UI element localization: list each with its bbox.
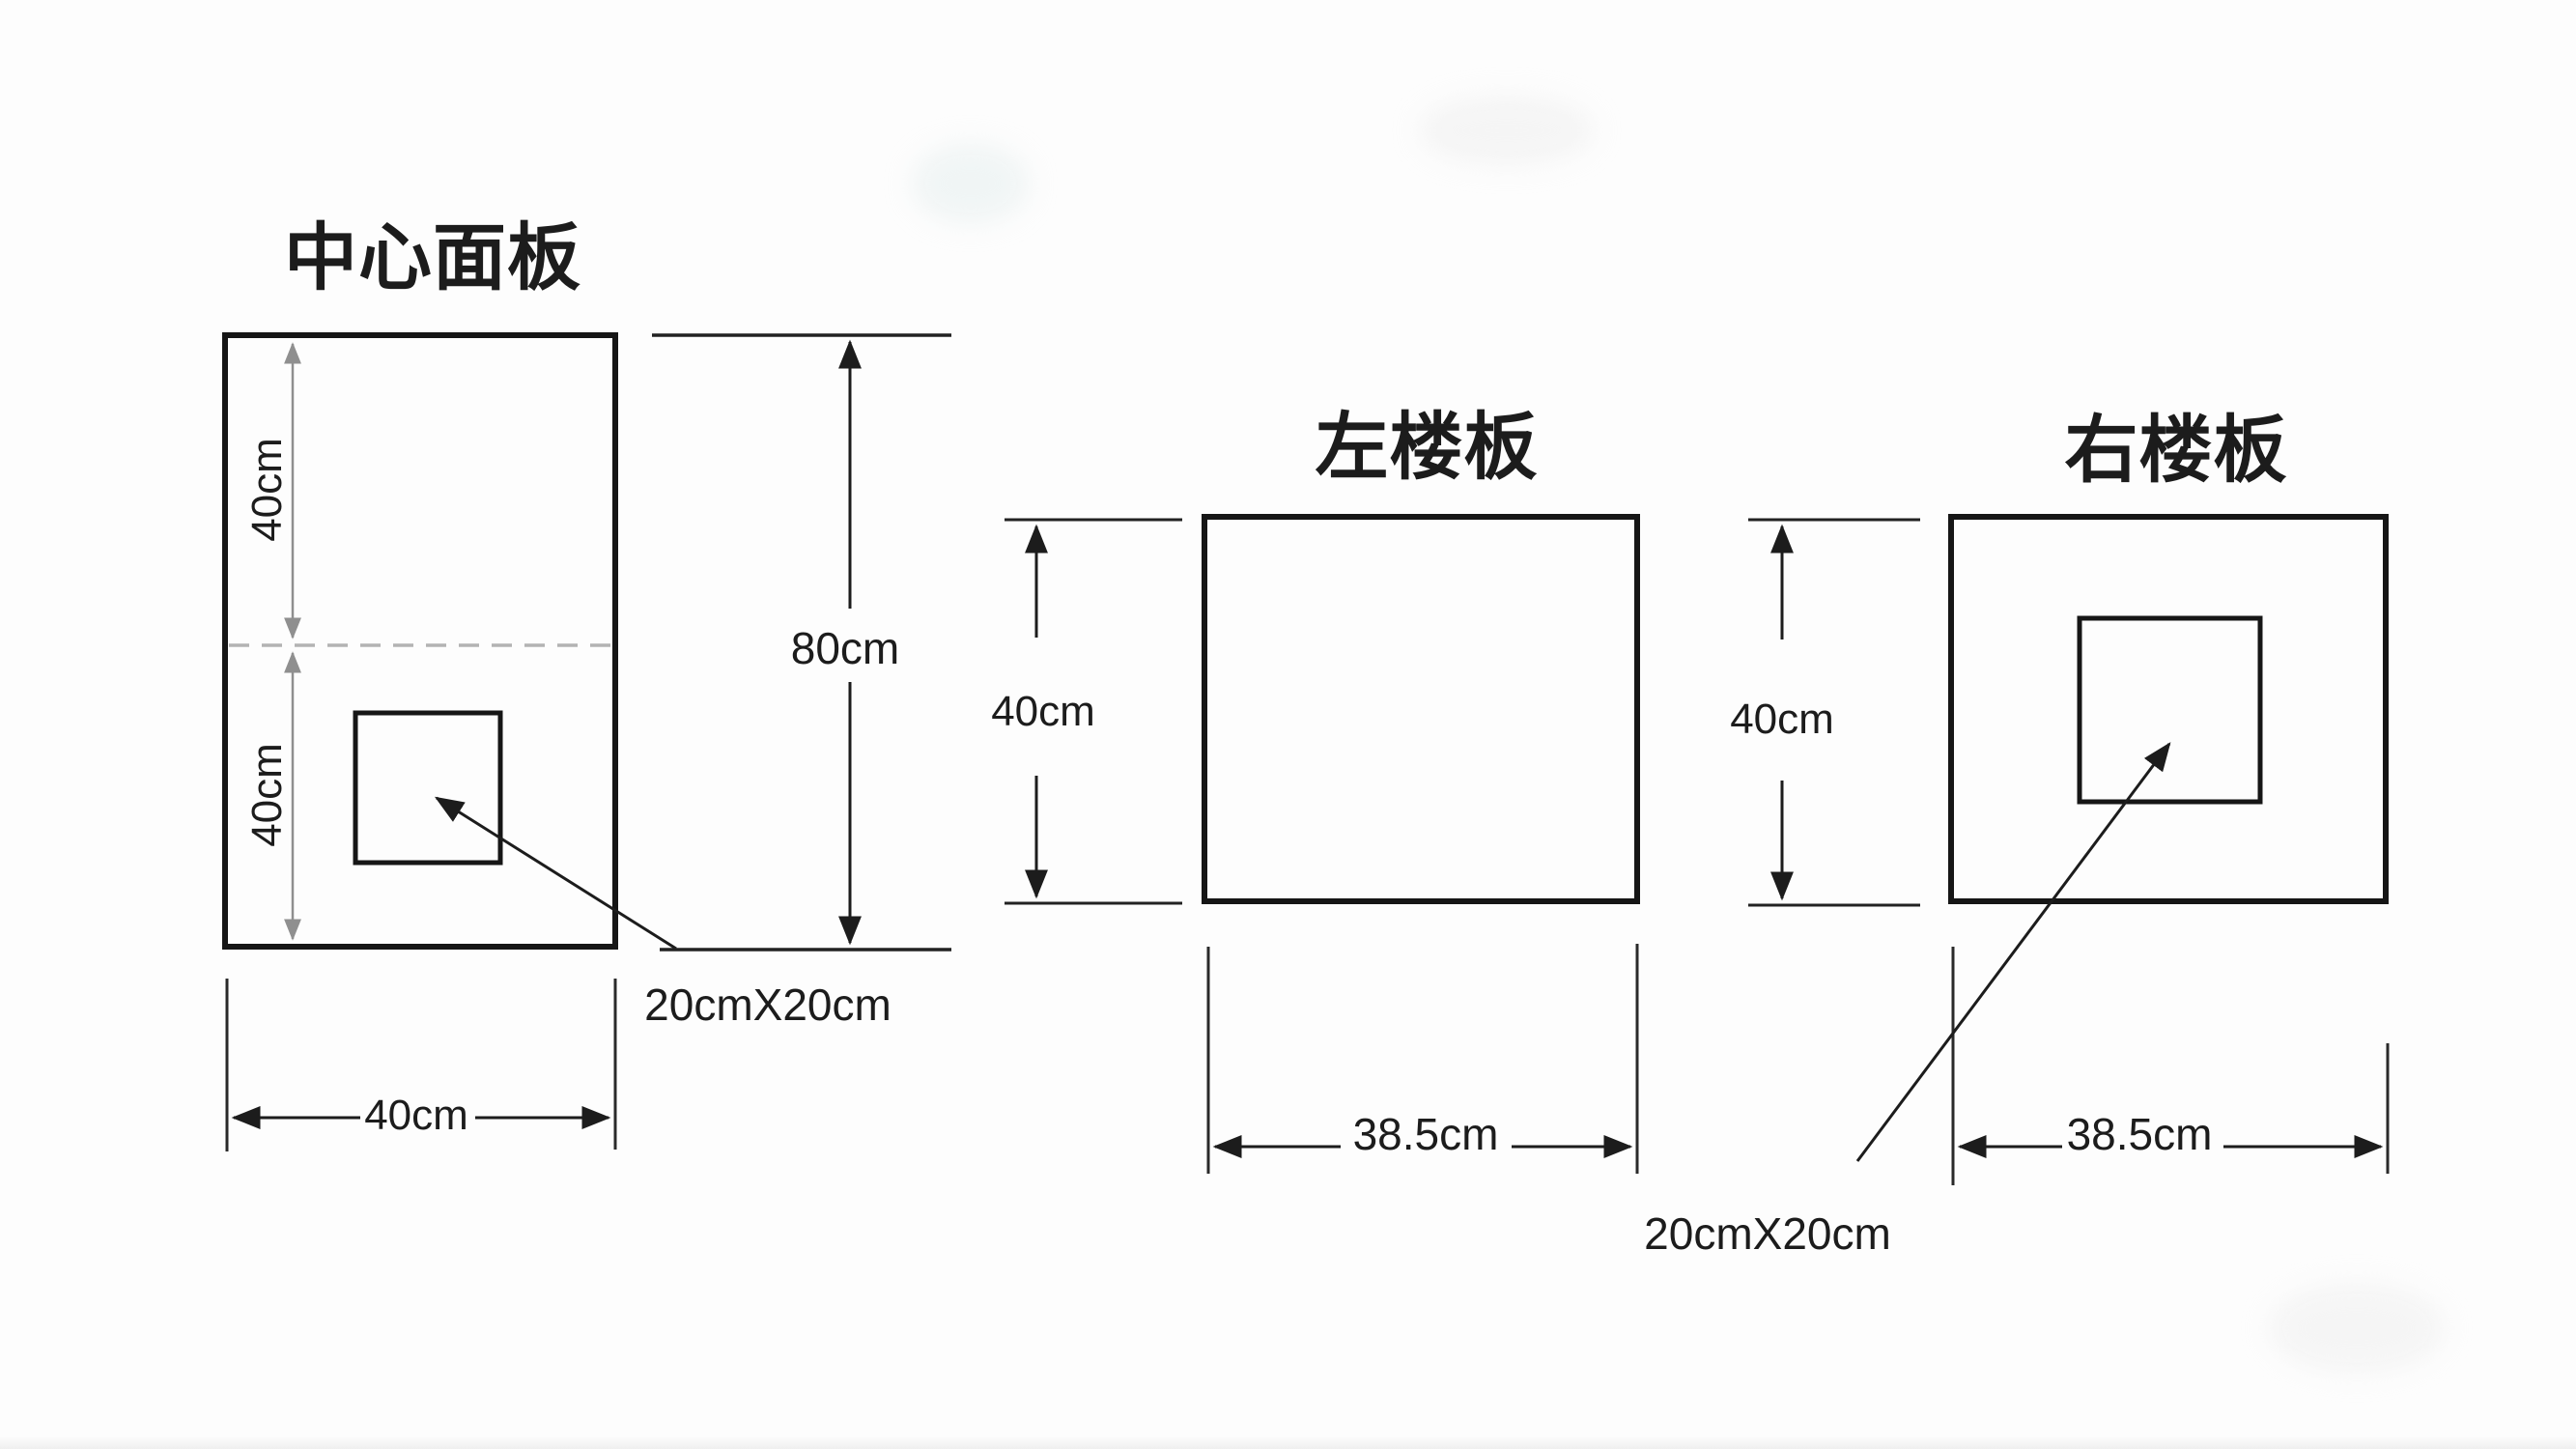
left-panel-title: 左楼板 <box>1315 407 1539 489</box>
center-width-dimension-label: 40cm <box>364 1092 468 1139</box>
center-lower-half-dimension-label: 40cm <box>243 743 291 847</box>
right-height-dimension-label: 40cm <box>1730 696 1834 743</box>
right-panel-title: 右楼板 <box>2064 410 2288 492</box>
center-panel-outline <box>222 332 618 950</box>
right-hole-leader-arrow <box>1855 742 2171 1162</box>
paper-smudge <box>2270 1285 2444 1372</box>
left-panel-outline <box>1202 514 1640 904</box>
right-panel-hole-outline <box>2077 615 2263 805</box>
paper-smudge <box>1420 97 1594 164</box>
center-hole-leader-arrow <box>434 796 677 951</box>
right-hole-size-label: 20cmX20cm <box>1644 1208 1891 1259</box>
bottom-edge-shading <box>0 1436 2576 1449</box>
center-hole-size-label: 20cmX20cm <box>644 980 892 1030</box>
left-height-dimension-label: 40cm <box>991 688 1095 735</box>
center-height-dimension-label: 80cm <box>790 623 900 673</box>
center-panel-hole-outline <box>353 710 503 866</box>
right-width-dimension-label: 38.5cm <box>2066 1109 2213 1159</box>
center-panel-title: 中心面板 <box>284 217 581 299</box>
center-upper-half-dimension-label: 40cm <box>243 438 291 542</box>
paper-smudge <box>913 145 1029 222</box>
left-width-dimension-label: 38.5cm <box>1352 1109 1499 1159</box>
right-panel-outline <box>1948 514 2389 904</box>
